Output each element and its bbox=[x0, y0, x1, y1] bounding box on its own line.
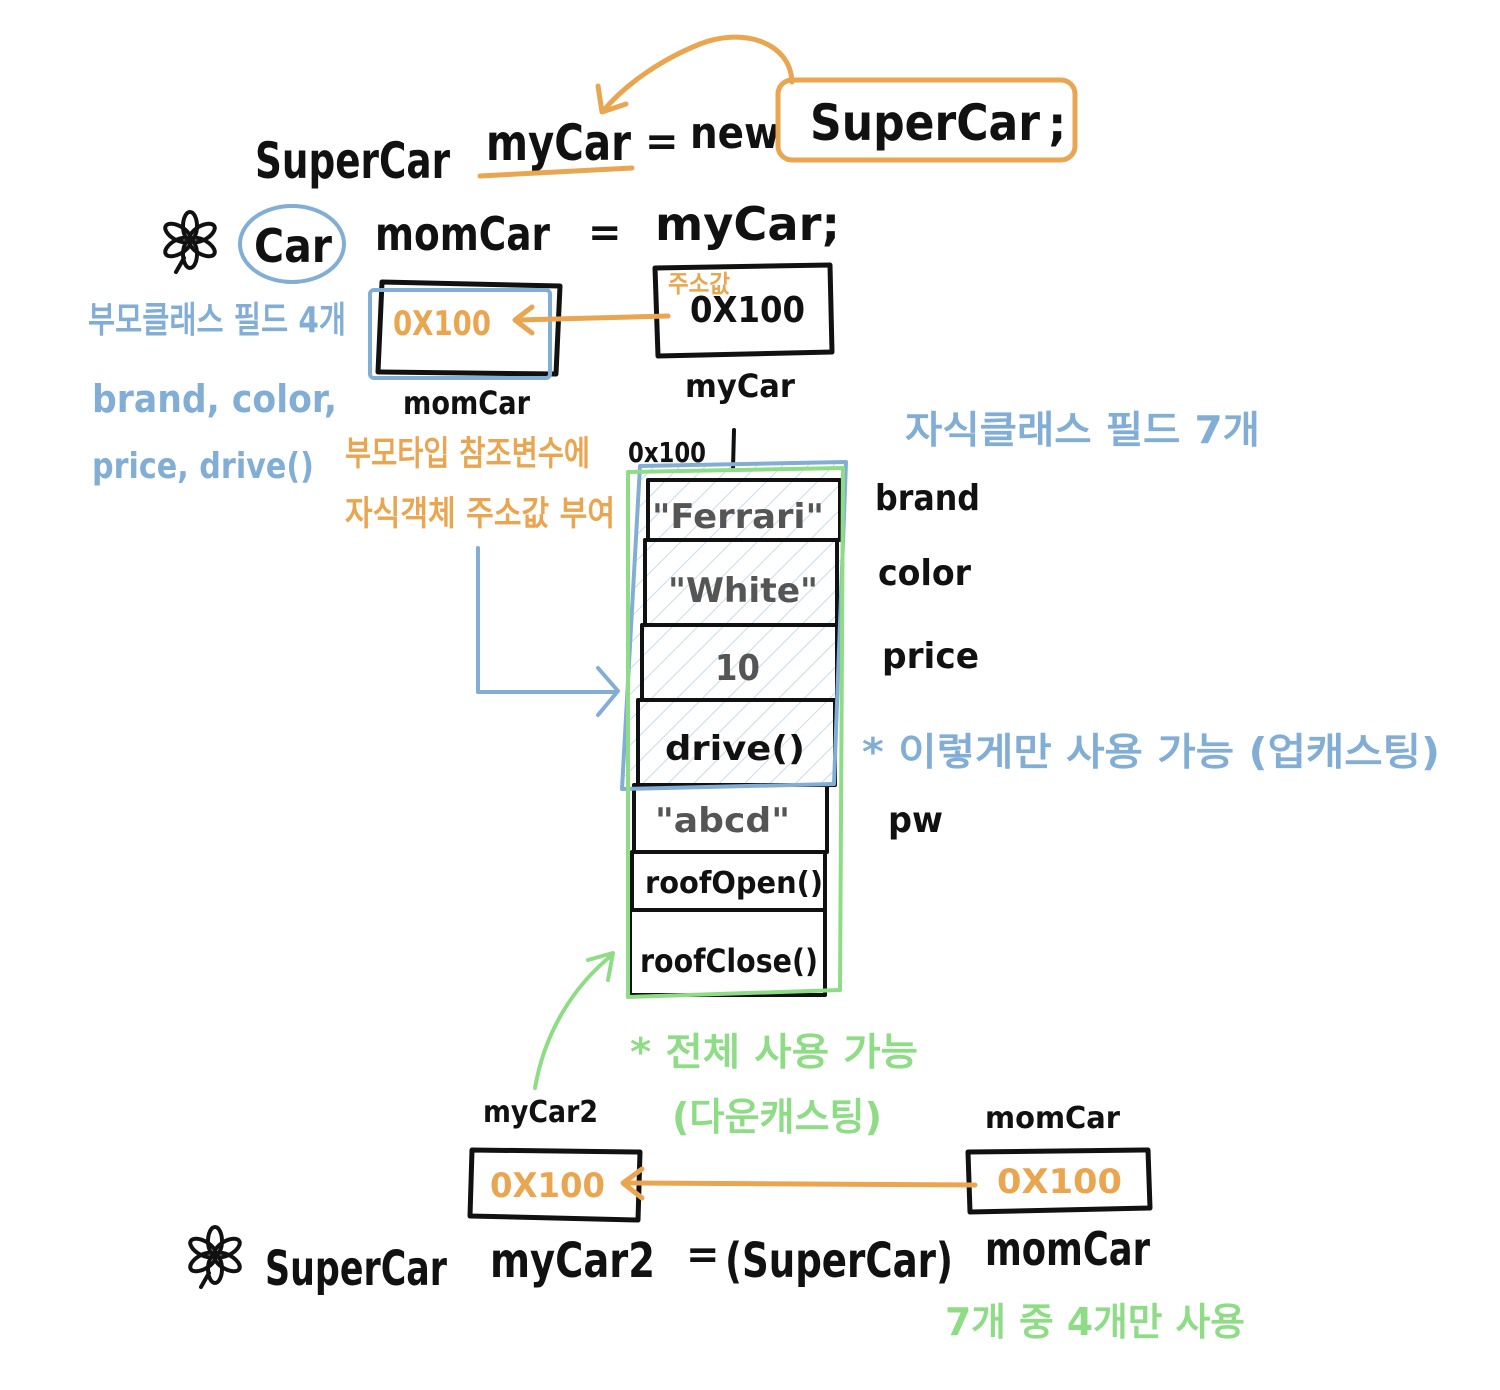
momcar2-box-label: momCar bbox=[985, 1101, 1120, 1136]
statement-3-equals: = bbox=[686, 1232, 720, 1278]
statement-1-end: ; bbox=[1048, 97, 1066, 151]
statement-1: SuperCar myCar = new SuperCar ; bbox=[255, 34, 1078, 190]
downcast-note-line: * 전체 사용 가능 bbox=[630, 1030, 918, 1074]
downcast-note: * 전체 사용 가능 (다운캐스팅) bbox=[630, 1030, 918, 1139]
downcast-arrow bbox=[533, 953, 614, 1090]
parent-note-line: price, drive() bbox=[92, 446, 314, 487]
upcast-arrow-head bbox=[596, 666, 620, 717]
statement-2-variable: momCar bbox=[375, 207, 550, 261]
heap-cell-value: "abcd" bbox=[655, 801, 790, 841]
statement-3-variable: myCar2 bbox=[490, 1233, 655, 1289]
statement-2-equals: = bbox=[588, 210, 622, 256]
mycar-reference: 주소값 0X100 myCar bbox=[652, 262, 835, 405]
heap-cell-value: "White" bbox=[668, 571, 818, 611]
mycar-box-annotation: 주소값 bbox=[668, 270, 730, 298]
mycar2-box-label: myCar2 bbox=[483, 1095, 598, 1130]
assign-note-line: 자식객체 주소값 부여 bbox=[345, 494, 615, 534]
field-label-pw: pw bbox=[888, 800, 943, 841]
downcast-arrow-head bbox=[586, 951, 615, 982]
heap-cell-value: roofOpen() bbox=[645, 866, 823, 901]
field-label-brand: brand bbox=[875, 478, 980, 519]
class-circle-highlight bbox=[238, 204, 346, 284]
statement-2-class: Car bbox=[254, 219, 332, 273]
momcar2-box-value: 0X100 bbox=[997, 1162, 1122, 1202]
heap-cell-value: "Ferrari" bbox=[652, 497, 824, 537]
statement-2-value: myCar; bbox=[655, 197, 840, 251]
mycar-box-label: myCar bbox=[685, 367, 795, 405]
field-label-price: price bbox=[882, 636, 979, 677]
statement-1-constructor: SuperCar bbox=[810, 94, 1040, 152]
statement-1-variable: myCar bbox=[486, 114, 631, 172]
parent-class-note: 부모클래스 필드 4개 brand, color, price, drive() bbox=[88, 300, 346, 487]
upcast-note: * 이렇게만 사용 가능 (업캐스팅) bbox=[862, 730, 1440, 774]
mycar2-reference: myCar2 0X100 bbox=[467, 1095, 643, 1223]
statement-3: SuperCar myCar2 = (SuperCar) momCar bbox=[188, 1222, 1150, 1297]
momcar-box-value: 0X100 bbox=[393, 304, 491, 344]
parent-note-line: 부모클래스 필드 4개 bbox=[88, 300, 346, 341]
mycar-box-value: 0X100 bbox=[690, 290, 805, 331]
flower-icon bbox=[163, 210, 217, 274]
mycar-box bbox=[652, 262, 835, 359]
statement-3-class: SuperCar bbox=[265, 1241, 447, 1297]
heap-address-tick bbox=[731, 428, 736, 470]
momcar2-reference: momCar 0X100 bbox=[965, 1101, 1153, 1215]
statement-2: Car momCar = myCar; bbox=[163, 197, 840, 284]
flower-icon bbox=[188, 1225, 242, 1289]
heap-cell-value: 10 bbox=[715, 648, 760, 689]
mycar2-box bbox=[467, 1147, 643, 1223]
usage-note: 7개 중 4개만 사용 bbox=[945, 1300, 1245, 1344]
momcar2-box bbox=[965, 1147, 1153, 1215]
heap-cell-value: roofClose() bbox=[640, 942, 818, 980]
statement-1-keyword: new bbox=[690, 108, 780, 159]
upcast-arrow bbox=[476, 546, 616, 694]
momcar-box-label: momCar bbox=[403, 384, 530, 422]
statement-1-class: SuperCar bbox=[255, 132, 450, 190]
momcar-blue-frame bbox=[368, 288, 552, 380]
field-label-color: color bbox=[878, 553, 971, 594]
assign-note-line: 부모타입 참조변수에 bbox=[345, 434, 590, 474]
heap-object: 0x100 "Ferrari" "White" 10 drive() "abcd… bbox=[620, 428, 980, 999]
assignment-curved-arrow-head bbox=[595, 83, 629, 115]
mycar2-box-value: 0X100 bbox=[490, 1166, 605, 1206]
statement-3-cast: (SuperCar) bbox=[725, 1233, 953, 1289]
parent-note-line: brand, color, bbox=[92, 377, 337, 421]
heap-cell-value: drive() bbox=[665, 729, 805, 769]
child-class-note: 자식클래스 필드 7개 bbox=[905, 408, 1260, 452]
constructor-highlight-box bbox=[775, 77, 1078, 163]
cast-copy-arrow-head bbox=[620, 1166, 645, 1201]
statement-3-value: momCar bbox=[985, 1222, 1150, 1276]
statement-1-equals: = bbox=[645, 119, 679, 165]
momcar-box bbox=[375, 279, 563, 377]
downcast-note-line: (다운캐스팅) bbox=[672, 1095, 882, 1139]
assignment-curved-arrow bbox=[601, 34, 795, 113]
variable-underline bbox=[477, 165, 635, 179]
address-copy-arrow bbox=[515, 313, 671, 323]
cast-copy-arrow bbox=[623, 1180, 978, 1188]
downcast-green-frame bbox=[626, 466, 845, 999]
momcar-reference: 0X100 momCar bbox=[368, 279, 563, 422]
assignment-note: 부모타입 참조변수에 자식객체 주소값 부여 bbox=[345, 434, 615, 534]
address-copy-arrow-head bbox=[512, 304, 535, 336]
